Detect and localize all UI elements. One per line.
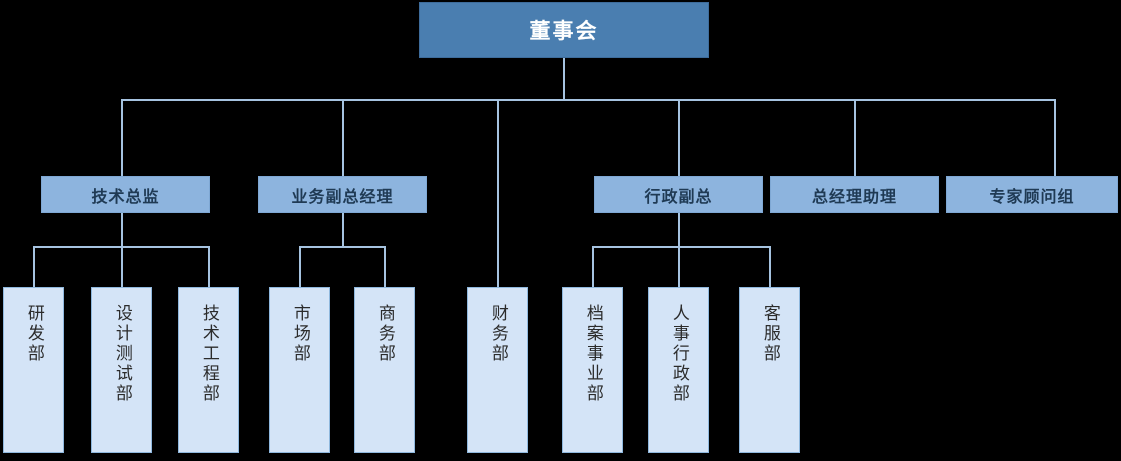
node-design-test-dept[interactable]: 设计测试部 — [91, 287, 152, 453]
node-business-vp[interactable]: 业务副总经理 — [258, 176, 427, 213]
connector-to-expert-group — [1054, 99, 1056, 176]
node-rd-dept[interactable]: 研发部 — [3, 287, 64, 453]
node-label: 财务部 — [488, 304, 508, 364]
node-customer-service-dept[interactable]: 客服部 — [739, 287, 800, 453]
node-gm-assistant[interactable]: 总经理助理 — [770, 176, 939, 213]
connector-to-admin-vp — [678, 99, 680, 176]
connector-to-gm-assistant — [854, 99, 856, 176]
connector-business-vp-bus — [299, 246, 386, 248]
connector-to-hr-admin-dept — [678, 246, 680, 287]
connector-root-stem — [563, 57, 565, 101]
node-label: 研发部 — [24, 304, 44, 364]
connector-to-market-dept — [299, 246, 301, 287]
node-finance-dept[interactable]: 财务部 — [467, 287, 528, 453]
node-archive-division[interactable]: 档案事业部 — [562, 287, 623, 453]
connector-to-commerce-dept — [384, 246, 386, 287]
node-board-of-directors[interactable]: 董事会 — [419, 2, 709, 58]
connector-admin-vp-stem — [678, 212, 680, 248]
node-label: 设计测试部 — [112, 304, 132, 404]
connector-business-vp-stem — [342, 212, 344, 248]
connector-to-customer-service-dept — [769, 246, 771, 287]
connector-admin-vp-bus — [592, 246, 770, 248]
node-tech-eng-dept[interactable]: 技术工程部 — [178, 287, 239, 453]
connector-to-archive-division — [592, 246, 594, 287]
connector-level2-bus — [121, 99, 1056, 101]
node-label: 客服部 — [760, 304, 780, 364]
node-commerce-dept[interactable]: 商务部 — [354, 287, 415, 453]
connector-tech-director-stem — [121, 212, 123, 248]
node-label: 商务部 — [375, 304, 395, 364]
node-label: 档案事业部 — [583, 304, 603, 404]
node-label: 业务副总经理 — [291, 188, 394, 206]
node-label: 技术工程部 — [199, 304, 219, 404]
node-label: 人事行政部 — [669, 304, 689, 404]
connector-to-tech-eng-dept — [208, 246, 210, 287]
node-label: 技术总监 — [91, 188, 160, 206]
node-label: 董事会 — [529, 20, 599, 43]
node-admin-vp[interactable]: 行政副总 — [594, 176, 763, 213]
node-label: 总经理助理 — [811, 188, 897, 206]
connector-to-design-test-dept — [121, 246, 123, 287]
node-label: 行政副总 — [644, 188, 713, 206]
connector-to-finance-dept — [497, 99, 499, 287]
node-market-dept[interactable]: 市场部 — [269, 287, 330, 453]
node-tech-director[interactable]: 技术总监 — [41, 176, 210, 213]
node-label: 市场部 — [290, 304, 310, 364]
node-label: 专家顾问组 — [989, 188, 1075, 206]
node-expert-group[interactable]: 专家顾问组 — [946, 176, 1118, 213]
connector-to-tech-director — [121, 99, 123, 176]
node-hr-admin-dept[interactable]: 人事行政部 — [648, 287, 709, 453]
connector-to-business-vp — [342, 99, 344, 176]
connector-to-rd-dept — [33, 246, 35, 287]
